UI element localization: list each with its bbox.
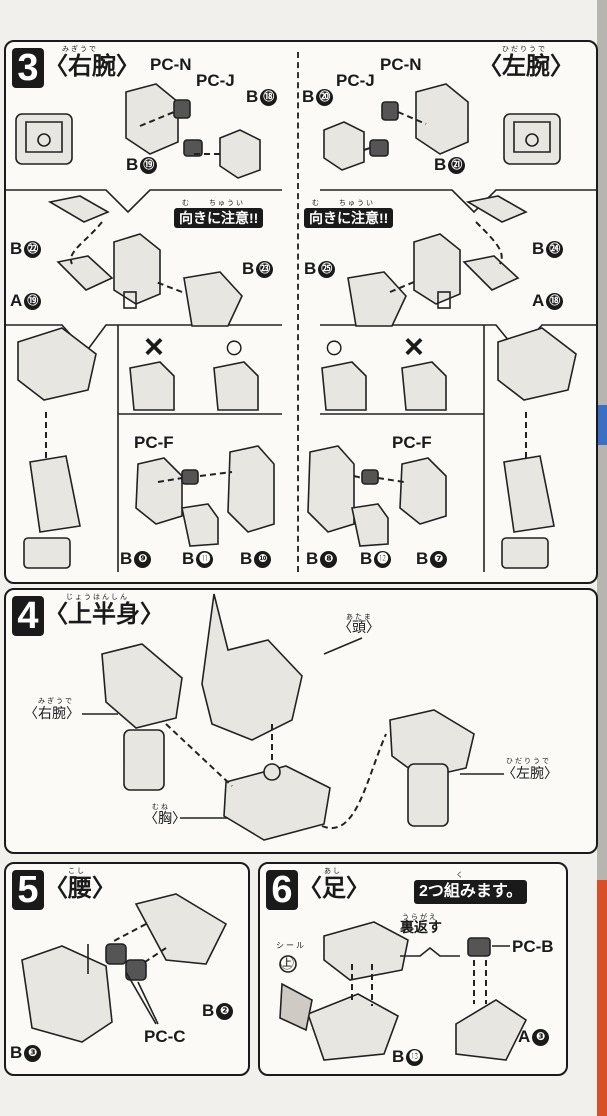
seal-mark: ㊤	[280, 955, 294, 971]
step6-artwork	[279, 921, 528, 1061]
edge-strip-blue	[597, 405, 607, 445]
label-pc-j: PC-J	[196, 71, 235, 90]
mark-wrong-right: ×	[144, 328, 164, 366]
step6-number: 6	[266, 870, 298, 910]
mark-correct-right: ○	[224, 328, 245, 366]
label-pc-b: PC-B	[512, 937, 554, 956]
step4-title: 〈上半身〉	[44, 601, 164, 628]
mark-wrong-left: ×	[404, 328, 424, 366]
step3-divider	[297, 52, 299, 572]
step6-flip: 裏返す	[400, 919, 442, 935]
label-pc-f-right: PC-F	[134, 433, 174, 452]
step3-right-title: 〈右腕〉	[44, 53, 140, 80]
step3-left-title: 〈左腕〉	[478, 53, 574, 80]
step6-note-ruby: く	[456, 872, 465, 879]
label-chest-ruby: むね	[152, 804, 170, 811]
step3-number: 3	[12, 48, 44, 88]
label-rarm-ruby: みぎうで	[38, 698, 74, 705]
step3-artwork	[6, 83, 596, 572]
step6-note: 2つ組みます。	[414, 880, 528, 904]
label-head: 〈頭〉	[338, 619, 380, 635]
step3-right-ruby: みぎうで	[62, 46, 98, 53]
label-pc-c: PC-C	[144, 1027, 186, 1046]
label-pc-j-left: PC-J	[336, 71, 375, 90]
step4-panel: 4 じょうはんしん 〈上半身〉 あたま 〈頭〉 みぎうで 〈右腕〉 ひだりうで …	[4, 588, 598, 854]
step6-title: 〈足〉	[298, 875, 370, 902]
label-pc-n: PC-N	[150, 55, 192, 74]
step6-panel: 6 あし 〈足〉 く 2つ組みます。 うらがえ 裏返す シール ㊤ PC-B A…	[258, 862, 568, 1076]
label-right-arm: 〈右腕〉	[24, 705, 80, 721]
seal-label: シール	[276, 941, 306, 950]
label-left-arm: 〈左腕〉	[502, 765, 558, 781]
label-head-ruby: あたま	[346, 614, 373, 621]
warning-orientation-left: 向きに注意!!	[304, 208, 394, 228]
step6-ruby: あし	[324, 868, 342, 875]
step6-flip-ruby: うらがえ	[402, 914, 438, 921]
step4-number: 4	[12, 596, 44, 636]
step5-title: 〈腰〉	[44, 875, 116, 902]
label-pc-f-left: PC-F	[392, 433, 432, 452]
step4-artwork	[82, 593, 504, 841]
step4-ruby: じょうはんしん	[66, 594, 129, 601]
step5-number: 5	[12, 870, 44, 910]
warn-ruby-right: む ちゅうい	[182, 200, 245, 207]
step5-artwork	[21, 893, 228, 1043]
label-pc-n-left: PC-N	[380, 55, 422, 74]
warn-ruby-left: む ちゅうい	[312, 200, 375, 207]
edge-strip-dark	[597, 0, 607, 1116]
mark-correct-left: ○	[324, 328, 345, 366]
label-chest: 〈胸〉	[144, 810, 186, 826]
edge-strip-red	[597, 880, 607, 1116]
step5-ruby: こし	[68, 868, 86, 875]
label-larm-ruby: ひだりうで	[506, 758, 551, 765]
warning-orientation-right: 向きに注意!!	[174, 208, 264, 228]
step3-left-ruby: ひだりうで	[502, 46, 547, 53]
